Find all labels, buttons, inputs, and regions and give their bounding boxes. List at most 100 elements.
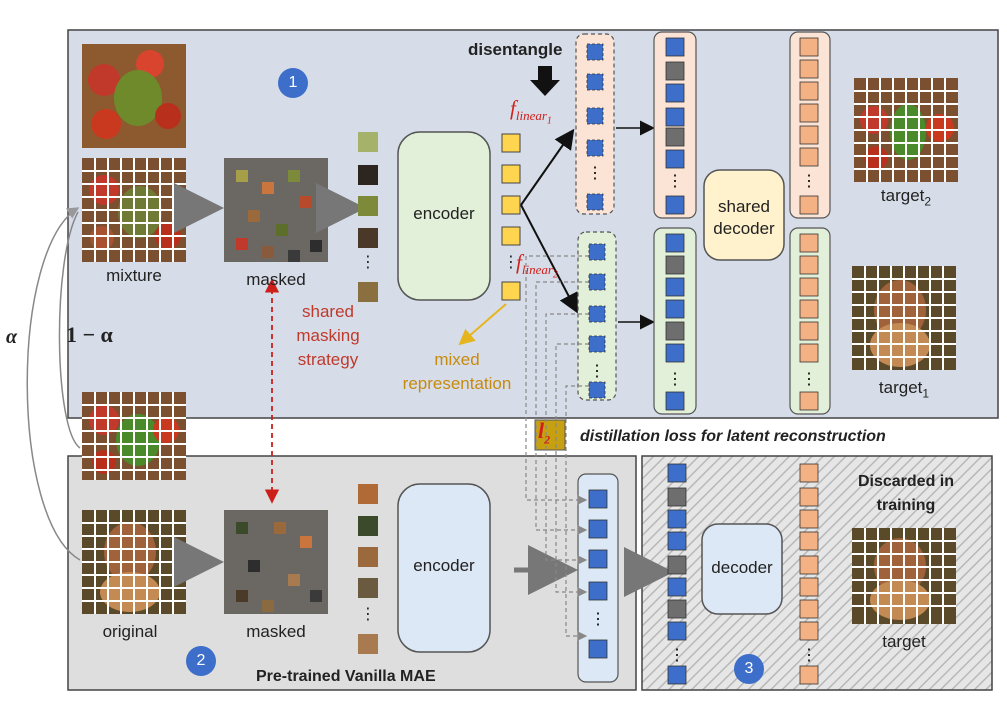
discard-in-token [667,509,687,529]
masked-top-image [224,158,328,262]
bottom-token-column [577,473,619,683]
col1-token [665,107,685,127]
out2-token [799,343,819,363]
out2-token [799,255,819,275]
top-token-dots: ⋮ [503,254,519,271]
col1-token [665,83,685,103]
discard-out-token [799,665,819,685]
bottom-dots: ⋮ [590,611,606,628]
alpha-label: α [6,326,18,348]
out2-token [799,321,819,341]
out2-dots: ⋮ [801,371,817,388]
mixture-label: mixture [106,266,162,285]
out1-token [799,37,819,57]
discard-in-token [667,555,687,575]
bottom-token [588,581,608,601]
col2-token [665,233,685,253]
col1-token [665,195,685,215]
discard-in-token [667,599,687,619]
linear2-token [588,305,606,323]
bottom-patch-dots: ⋮ [360,606,376,623]
target-label: target [882,632,926,651]
col2-token [665,343,685,363]
disentangle-label: disentangle [468,40,563,59]
target2-image [854,78,958,182]
out1-token [799,147,819,167]
f-linear2-label: flinear2 [516,250,558,281]
output-column-1 [789,31,831,219]
mixture-grid-image [82,158,186,262]
target-image [852,528,956,624]
linear1-token [586,73,604,91]
out1-token [799,103,819,123]
col2-token [665,321,685,341]
linear2-token [588,381,606,399]
col1-token [665,127,685,147]
linear1-dots: ⋮ [587,165,603,182]
linear2-token [588,335,606,353]
col2-token [665,255,685,275]
col1-dots: ⋮ [667,173,683,190]
discard-in-token [667,463,687,483]
discard-out-dots: ⋮ [801,647,817,664]
linear2-token [588,273,606,291]
token-column-2 [653,227,697,415]
step-1-badge: 1 [278,68,308,98]
out1-token [799,195,819,215]
discard-out-token [799,463,819,483]
discard-in-dots: ⋮ [669,647,685,664]
bottom-token [588,639,608,659]
shared-decoder-box [703,169,785,261]
top-patch-dots: ⋮ [360,254,376,271]
out2-token [799,391,819,411]
col2-dots: ⋮ [667,371,683,388]
original-label: original [102,622,158,641]
original-image [82,510,186,614]
step-3-badge: 3 [734,654,764,684]
decoder-bottom-label: decoder [711,558,773,577]
bottom-token [588,519,608,539]
linear1-token [586,193,604,211]
out2-token [799,233,819,253]
col2-token [665,391,685,411]
masked-top-label: masked [246,270,306,289]
discard-in-token [667,531,687,551]
pretrained-mae-title: Pre-trained Vanilla MAE [256,668,436,685]
target1-image [852,266,956,370]
discard-out-token [799,509,819,529]
linear1-token [586,43,604,61]
encoder-top-box [397,131,491,301]
out2-token [799,299,819,319]
col2-token [665,277,685,297]
target2-label: target2 [880,186,932,209]
l2-box [534,419,566,451]
distillation-label: distillation loss for latent reconstruct… [580,428,886,445]
col1-token [665,149,685,169]
discard-out-token [799,531,819,551]
discard-out-token [799,599,819,619]
discard-in-token [667,665,687,685]
linear1-token [586,139,604,157]
out2-token [799,277,819,297]
linear2-dots: ⋮ [589,363,605,380]
discard-out-token [799,577,819,597]
encoder-bottom-label: encoder [413,556,475,575]
masked-bottom-image [224,510,328,614]
col2-token [665,299,685,319]
bottom-visible-patches [358,484,378,654]
encoder-bottom-box [397,483,491,653]
masked-bottom-label: masked [246,622,306,641]
top-visible-patches [358,132,378,302]
l2-label: l2 [538,418,551,447]
bottom-token [588,489,608,509]
f-linear1-label: flinear1 [510,96,552,127]
target1-label: target1 [878,378,930,401]
col1-token [665,61,685,81]
disentangle-arrow [530,66,560,96]
distillation-connectors [525,255,596,641]
bottom-token [588,549,608,569]
